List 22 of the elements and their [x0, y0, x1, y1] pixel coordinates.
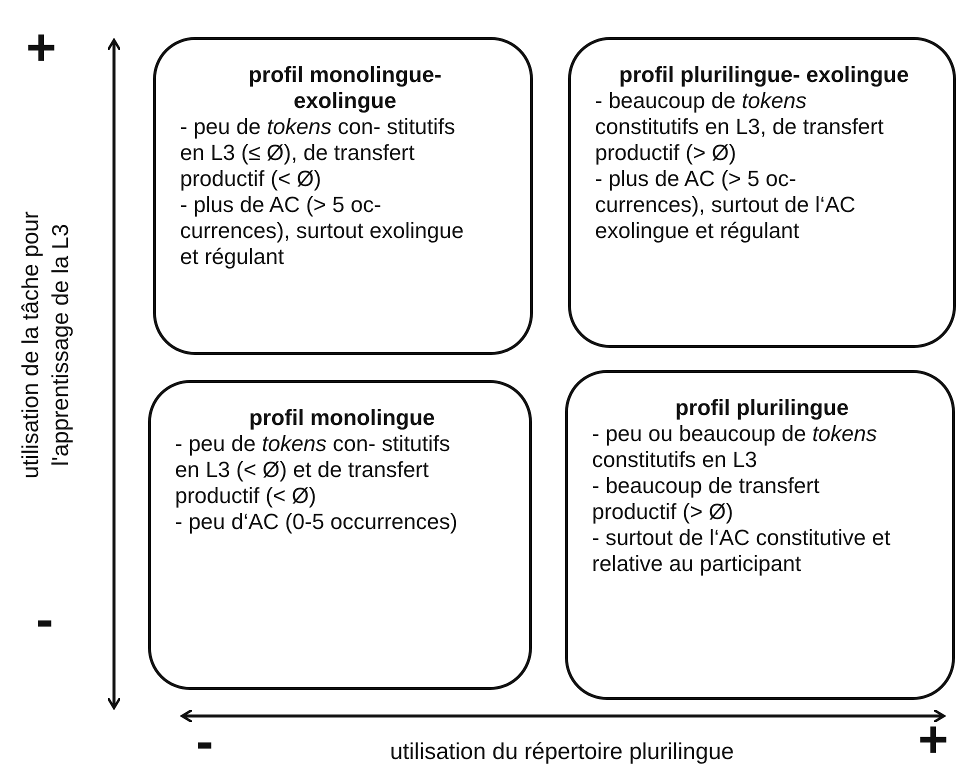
bullet-text: - beaucoup de transfert productif (> Ø): [592, 473, 820, 525]
bullet-text: - surtout de l‘AC constitutive et relative au participant: [592, 525, 892, 577]
bullet-text: - beaucoup de tokens constitutifs en L3, de transfert productif (> Ø): [595, 88, 885, 166]
bullet-text: - peu ou beaucoup de tokens constitutifs en L3: [592, 421, 878, 473]
bullet-text: - peu de tokens con- stitutifs en L3 (≤ Ø), de transfert productif (< Ø): [180, 114, 456, 192]
card-heading: profil monolingue: [248, 405, 436, 431]
plus-sign: +: [918, 710, 948, 770]
minus-sign: -: [196, 712, 214, 771]
bullet-text: - plus de AC (> 5 oc- currences), surtout exolingue et régulant: [180, 192, 465, 270]
bullet-text: - peu de tokens con- stitutifs en L3 (< Ø) et de transfert productif (< Ø): [175, 431, 452, 509]
profile-card: [148, 380, 532, 690]
axis-title: utilisation de la tâche pour l'apprentissage de la L3: [16, 210, 74, 481]
card-heading: profil plurilingue: [674, 395, 850, 421]
axis-title: utilisation du répertoire plurilingue: [390, 738, 734, 765]
minus-sign: -: [36, 590, 54, 650]
profile-card: [153, 37, 533, 355]
profile-card: [565, 370, 955, 700]
card-heading: profil plurilingue- exolingue: [618, 62, 910, 88]
bullet-text: - plus de AC (> 5 oc- currences), surtout de l‘AC exolingue et régulant: [595, 166, 856, 244]
plus-sign: +: [26, 18, 56, 78]
bullet-text: - peu d‘AC (0-5 occurrences): [175, 509, 458, 535]
profile-card: [568, 37, 956, 348]
